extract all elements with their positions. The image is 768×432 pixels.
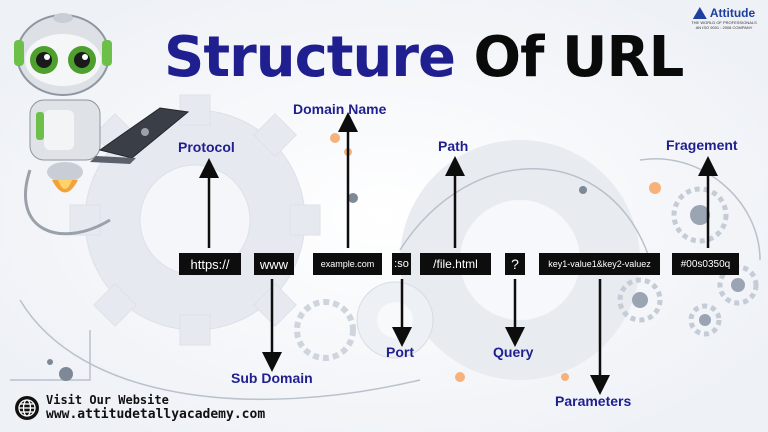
brand-tagline: THE WORLD OF PROFESSIONALS [691,20,757,25]
url-segment-port: :so [392,253,411,275]
gear-icon [69,94,321,346]
url-segment-path: /file.html [420,253,491,275]
footer-visit-label: Visit Our Website [46,393,169,407]
label-protocol: Protocol [178,139,235,155]
label-port: Port [386,344,414,360]
title-part-of-url: Of URL [473,25,685,90]
url-segment-parameters: key1-value1&key2-valuez [539,253,660,275]
footer-website-url[interactable]: www.attitudetallyacademy.com [46,406,266,422]
brand-logo: Attitude THE WORLD OF PROFESSIONALS AN I… [688,6,760,30]
url-segment-query: ? [505,253,525,275]
website-footer: Visit Our Website www.attitudetallyacade… [14,393,266,423]
brand-name: Attitude [709,6,756,20]
globe-icon [15,396,39,421]
label-path: Path [438,138,469,154]
title-part-structure: Structure [164,25,456,90]
label-sub-domain: Sub Domain [231,370,313,386]
page-title: Structure Of URL [164,30,684,86]
url-segment-fragment: #00s0350q [672,253,739,275]
label-domain-name: Domain Name [293,101,387,117]
label-query: Query [493,344,534,360]
url-segment-protocol: https:// [179,253,241,275]
laptop-icon [90,107,190,164]
url-segment-subdomain: www [254,253,294,275]
robot-mascot-icon [14,13,112,236]
brand-iso: AN ISO 9001 : 2008 COMPANY [695,25,753,30]
url-segment-domain: example.com [313,253,382,275]
label-parameters: Parameters [555,393,632,409]
label-fragment: Fragement [666,137,738,153]
